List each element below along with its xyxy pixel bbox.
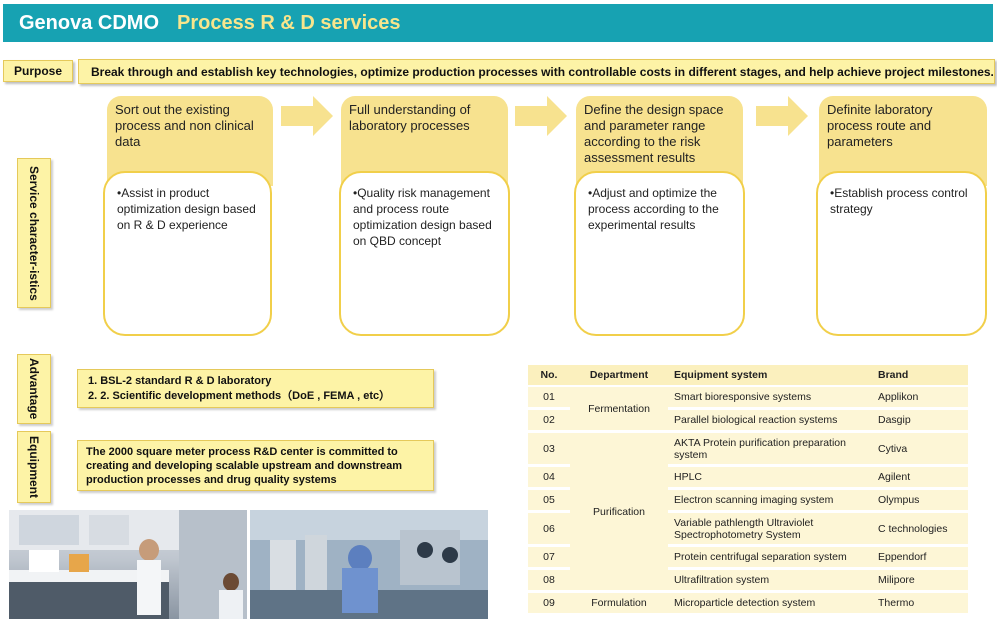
row-brand: Milipore — [872, 570, 968, 591]
arrow-right-icon — [281, 96, 333, 136]
page-title: Process R & D services — [177, 11, 401, 34]
row-system: HPLC — [668, 467, 872, 488]
row-brand: Cytiva — [872, 433, 968, 465]
row-no: 07 — [528, 547, 570, 568]
advantage-label: Advantage — [17, 354, 51, 424]
arrow-right-icon — [756, 96, 808, 136]
table-row: 06 Variable pathlength Ultraviolet Spect… — [528, 513, 968, 545]
table-row: 04 HPLC Agilent — [528, 467, 968, 488]
advantage-item-1: 1. BSL-2 standard R & D laboratory — [88, 375, 272, 387]
row-system: AKTA Protein purification preparation sy… — [668, 433, 872, 465]
row-brand: Agilent — [872, 467, 968, 488]
row-no: 08 — [528, 570, 570, 591]
row-brand: Applikon — [872, 387, 968, 408]
row-brand: Olympus — [872, 490, 968, 511]
step-4-detail: •Establish process control strategy — [816, 171, 987, 336]
row-system: Microparticle detection system — [668, 593, 872, 614]
lab-photo-2 — [250, 510, 488, 619]
equipment-table: No. Department Equipment system Brand 01… — [528, 363, 968, 616]
row-department: Fermentation — [570, 387, 668, 431]
row-no: 02 — [528, 410, 570, 431]
row-brand: C technologies — [872, 513, 968, 545]
row-no: 03 — [528, 433, 570, 465]
row-brand: Thermo — [872, 593, 968, 614]
step-1-detail: •Assist in product optimization design b… — [103, 171, 272, 336]
purpose-label: Purpose — [3, 60, 73, 82]
company-name: Genova CDMO — [19, 11, 160, 34]
arrow-right-icon — [515, 96, 567, 136]
col-department-header: Department — [570, 365, 668, 385]
service-characteristics-label: Service character-istics — [17, 158, 51, 308]
row-no: 05 — [528, 490, 570, 511]
row-system: Protein centrifugal separation system — [668, 547, 872, 568]
table-row: 08 Ultrafiltration system Milipore — [528, 570, 968, 591]
row-no: 01 — [528, 387, 570, 408]
row-department: Formulation — [570, 593, 668, 614]
row-system: Variable pathlength Ultraviolet Spectrop… — [668, 513, 872, 545]
row-department: Purification — [570, 433, 668, 591]
row-system: Parallel biological reaction systems — [668, 410, 872, 431]
col-no-header: No. — [528, 365, 570, 385]
step-2-detail: •Quality risk management and process rou… — [339, 171, 510, 336]
row-no: 09 — [528, 593, 570, 614]
table-row: 05 Electron scanning imaging system Olym… — [528, 490, 968, 511]
advantage-box: 1. BSL-2 standard R & D laboratory 2. 2.… — [77, 369, 434, 408]
table-row: 01 Fermentation Smart bioresponsive syst… — [528, 387, 968, 431]
row-no: 04 — [528, 467, 570, 488]
equipment-description: The 2000 square meter process R&D center… — [77, 440, 434, 491]
advantage-item-2: 2. 2. Scientific development methods（DoE… — [88, 390, 391, 402]
row-brand: Dasgip — [872, 410, 968, 431]
table-header-row: No. Department Equipment system Brand — [528, 365, 968, 385]
row-system: Ultrafiltration system — [668, 570, 872, 591]
row-no: 06 — [528, 513, 570, 545]
equipment-label: Equipment — [17, 431, 51, 503]
row-brand: Eppendorf — [872, 547, 968, 568]
row-system: Electron scanning imaging system — [668, 490, 872, 511]
table-row: 07 Protein centrifugal separation system… — [528, 547, 968, 568]
row-system: Smart bioresponsive systems — [668, 387, 872, 408]
col-brand-header: Brand — [872, 365, 968, 385]
title-bar: Genova CDMO Process R & D services — [3, 4, 993, 42]
table-row: 02 Parallel biological reaction systems … — [528, 410, 968, 431]
lab-photo-1 — [9, 510, 247, 619]
table-row: 03 Purification AKTA Protein purificatio… — [528, 433, 968, 591]
table-row: 09 Formulation Microparticle detection s… — [528, 593, 968, 614]
purpose-text: Break through and establish key technolo… — [78, 59, 995, 84]
step-3-detail: •Adjust and optimize the process accordi… — [574, 171, 745, 336]
col-equipment-header: Equipment system — [668, 365, 872, 385]
